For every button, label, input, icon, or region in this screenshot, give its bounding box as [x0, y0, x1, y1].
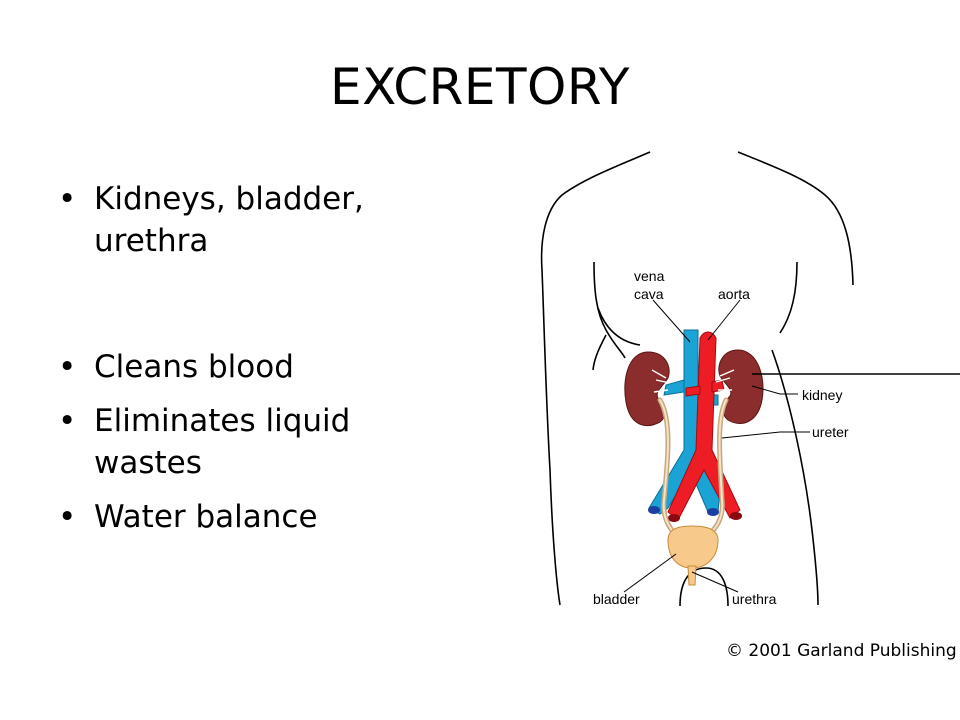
bullet-list: Kidneys, bladder, urethra Cleans blood E…	[58, 178, 438, 538]
slide-title: EXCRETORY	[330, 58, 630, 116]
body-outline	[540, 151, 854, 607]
label-vena-cava-line1: vena	[634, 268, 665, 284]
bullet-text: Cleans blood	[94, 349, 294, 385]
bullet-text-continued: wastes	[94, 445, 202, 481]
bullet-text: Eliminates liquid	[94, 403, 351, 439]
label-kidney: kidney	[802, 387, 842, 403]
label-urethra: urethra	[732, 591, 777, 607]
bullet-text-continued: urethra	[94, 223, 209, 259]
label-leader-lines	[623, 299, 960, 593]
copyright-notice: © 2001 Garland Publishing	[726, 641, 957, 661]
label-bladder: bladder	[593, 591, 640, 607]
label-vena-cava-line2: cava	[634, 286, 664, 302]
bullet-text: Water balance	[94, 499, 318, 535]
urethra	[687, 565, 697, 586]
bullet-text: Kidneys, bladder,	[94, 181, 364, 217]
label-aorta: aorta	[718, 286, 750, 302]
bullet-item: Kidneys, bladder, urethra	[58, 178, 438, 262]
bladder	[667, 525, 719, 569]
label-ureter: ureter	[812, 424, 849, 440]
bullet-item: Cleans blood	[58, 346, 438, 388]
bullet-item: Water balance	[58, 496, 438, 538]
bullet-item: Eliminates liquid wastes	[58, 400, 438, 484]
